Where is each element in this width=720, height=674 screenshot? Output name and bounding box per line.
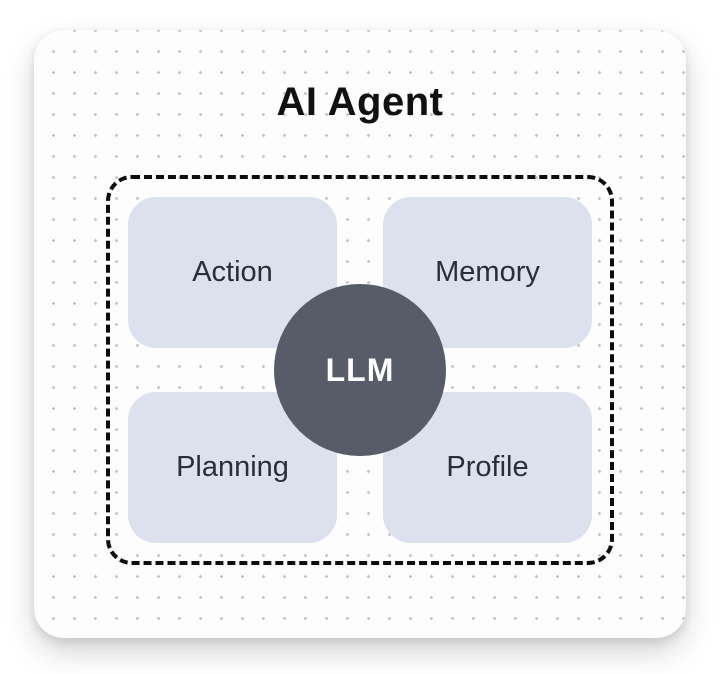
node-profile-label: Profile	[446, 451, 529, 483]
node-action-label: Action	[192, 256, 273, 288]
node-planning: Planning	[128, 392, 337, 543]
diagram-title: AI Agent	[276, 80, 444, 124]
agent-boundary-box: Action Memory Planning Profile LLM	[106, 175, 614, 565]
ai-agent-card: AI Agent Action Memory Planning Profile …	[34, 30, 686, 638]
node-memory-label: Memory	[435, 256, 540, 288]
node-planning-label: Planning	[176, 451, 289, 483]
llm-center-circle: LLM	[274, 284, 446, 456]
node-action: Action	[128, 197, 337, 348]
llm-label: LLM	[325, 351, 395, 388]
